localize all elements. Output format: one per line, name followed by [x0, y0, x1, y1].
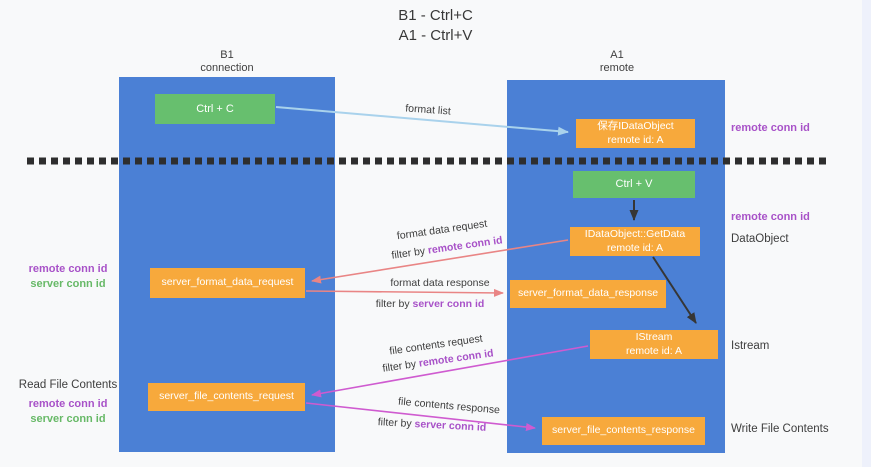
filter-by-text: filter by: [381, 357, 420, 375]
annotation-remote-conn-id-top: remote conn id: [731, 122, 810, 134]
annotation-istream: Istream: [731, 340, 770, 352]
arrow-format-data-response: [305, 288, 504, 297]
node-file-response-label: server_file_contents_response: [551, 424, 695, 437]
node-server-file-contents-request: server_file_contents_request: [148, 383, 305, 411]
edge-filter-file-contents-response: filter by server conn id: [377, 416, 486, 434]
edge-label-file-contents-response: file contents response: [397, 395, 501, 417]
lane-right-subtitle: remote: [599, 62, 635, 74]
title-line-2: A1 - Ctrl+V: [398, 27, 473, 44]
annotation-read-file-contents: Read File Contents: [18, 379, 118, 391]
node-idataobject-getdata: IDataObject::GetData remote id: A: [570, 227, 700, 256]
filter-key-server-conn-id: server conn id: [412, 298, 485, 310]
node-getdata-line1: IDataObject::GetData: [584, 227, 686, 240]
lane-header-right: A1 remote: [547, 49, 687, 75]
edge-label-format-list: format list: [404, 102, 452, 118]
annotation-left-remote-conn-id-mid: remote conn id: [28, 263, 108, 275]
node-server-format-data-request: server_format_data_request: [150, 268, 305, 298]
lane-left-title: B1: [220, 49, 234, 61]
title-line-1: B1 - Ctrl+C: [398, 7, 473, 24]
node-save-idataobject-line2: remote id: A: [607, 133, 664, 146]
right-edge-strip: [862, 0, 871, 467]
node-getdata-line2: remote id: A: [606, 241, 664, 254]
edge-label-format-data-response: format data response: [390, 277, 490, 289]
filter-by-text: filter by: [377, 416, 415, 431]
lane-right-title: A1: [610, 49, 624, 61]
node-istream-line2: remote id: A: [625, 344, 683, 357]
annotation-left-server-conn-id-bot: server conn id: [30, 413, 106, 425]
node-istream: IStream remote id: A: [590, 330, 718, 359]
filter-key-server-conn-id: server conn id: [414, 418, 487, 434]
node-format-response-label: server_format_data_response: [517, 287, 659, 300]
annotation-left-remote-conn-id-bot: remote conn id: [28, 398, 108, 410]
node-server-file-contents-response: server_file_contents_response: [542, 417, 705, 445]
lane-left-subtitle: connection: [200, 62, 254, 74]
node-ctrl-c-label: Ctrl + C: [196, 102, 234, 115]
annotation-write-file-contents: Write File Contents: [731, 423, 829, 435]
node-save-idataobject: 保存IDataObject remote id: A: [576, 119, 695, 148]
node-server-format-data-response: server_format_data_response: [510, 280, 666, 308]
annotation-dataobject: DataObject: [731, 233, 789, 245]
filter-key-remote-conn-id: remote conn id: [427, 234, 504, 257]
node-ctrl-v: Ctrl + V: [573, 171, 695, 198]
edge-filter-format-data-response: filter by server conn id: [376, 298, 485, 310]
diagram-title: B1 - Ctrl+C A1 - Ctrl+V: [0, 6, 871, 46]
node-format-request-label: server_format_data_request: [161, 276, 294, 289]
annotation-remote-conn-id-mid: remote conn id: [731, 211, 810, 223]
filter-by-text: filter by: [390, 244, 429, 262]
node-ctrl-c: Ctrl + C: [155, 94, 275, 124]
filter-by-text: filter by: [375, 298, 413, 310]
node-save-idataobject-line1: 保存IDataObject: [597, 119, 674, 132]
annotation-left-server-conn-id-mid: server conn id: [30, 278, 106, 290]
node-ctrl-v-label: Ctrl + V: [615, 178, 653, 191]
node-file-request-label: server_file_contents_request: [159, 390, 294, 403]
node-istream-line1: IStream: [635, 330, 673, 343]
lane-header-left: B1 connection: [157, 49, 297, 75]
